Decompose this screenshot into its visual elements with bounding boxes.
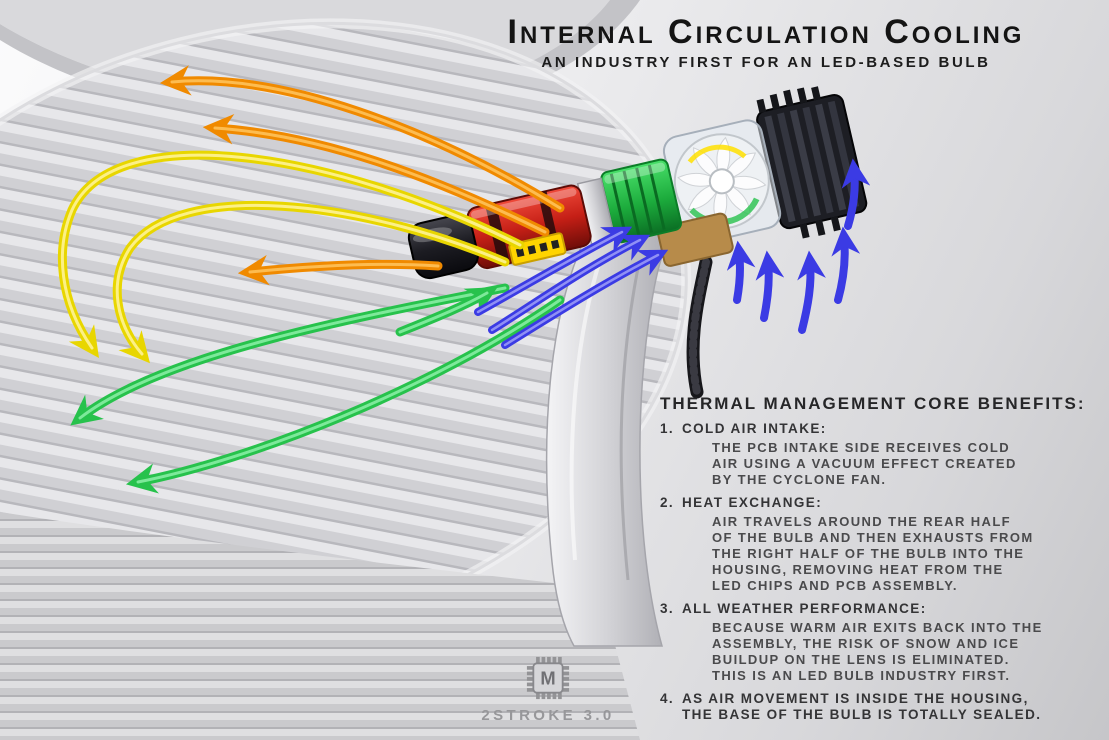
benefit-item-all-weather: 3. ALL WEATHER PERFORMANCE: BECAUSE WARM… — [660, 601, 1100, 684]
benefit-number: 4. — [660, 691, 675, 706]
benefit-label: COLD AIR INTAKE: — [682, 421, 827, 436]
benefit-label: HEAT EXCHANGE: — [682, 495, 823, 510]
benefit-body: AIR TRAVELS AROUND THE REAR HALF OF THE … — [712, 514, 1034, 593]
cyclone-fan-render — [662, 119, 782, 246]
benefit-number: 1. — [660, 421, 675, 436]
2stroke-chip-icon: M — [526, 656, 570, 700]
cold-intake-arrows-blue — [474, 158, 871, 349]
chip-letter: M — [540, 667, 555, 688]
brand-logo: M 2STROKE 3.0 — [458, 656, 638, 724]
circulation-arrows-green — [70, 283, 565, 494]
support-bracket-render — [545, 231, 674, 647]
benefit-number: 3. — [660, 601, 675, 616]
title-block: Internal Circulation Cooling AN INDUSTRY… — [430, 13, 1102, 72]
benefits-section: THERMAL MANAGEMENT CORE BENEFITS: 1. COL… — [660, 394, 1100, 730]
benefit-number: 2. — [660, 495, 675, 510]
power-cable-render — [686, 255, 713, 399]
benefit-item-cold-air-intake: 1. COLD AIR INTAKE: THE PCB INTAKE SIDE … — [660, 421, 1100, 488]
benefits-heading: THERMAL MANAGEMENT CORE BENEFITS: — [660, 394, 1086, 413]
benefit-label: ALL WEATHER PERFORMANCE: — [682, 601, 927, 616]
page-title: Internal Circulation Cooling — [507, 13, 1025, 51]
benefit-body: THE PCB INTAKE SIDE RECEIVES COLD AIR US… — [712, 440, 1017, 487]
benefit-item-heat-exchange: 2. HEAT EXCHANGE: AIR TRAVELS AROUND THE… — [660, 495, 1100, 594]
exhaust-arrows-yellow — [57, 150, 525, 364]
exhaust-arrows-orange — [159, 65, 565, 286]
benefit-label: AS AIR MOVEMENT IS INSIDE THE HOUSING, T… — [682, 691, 1042, 722]
benefit-body: BECAUSE WARM AIR EXITS BACK INTO THE ASS… — [712, 620, 1043, 683]
housing-floor-render — [0, 512, 640, 740]
brand-name: 2STROKE 3.0 — [481, 707, 615, 724]
page-subtitle: AN INDUSTRY FIRST FOR AN LED-BASED BULB — [541, 54, 991, 72]
benefit-item-sealed-base: 4. AS AIR MOVEMENT IS INSIDE THE HOUSING… — [660, 691, 1100, 723]
